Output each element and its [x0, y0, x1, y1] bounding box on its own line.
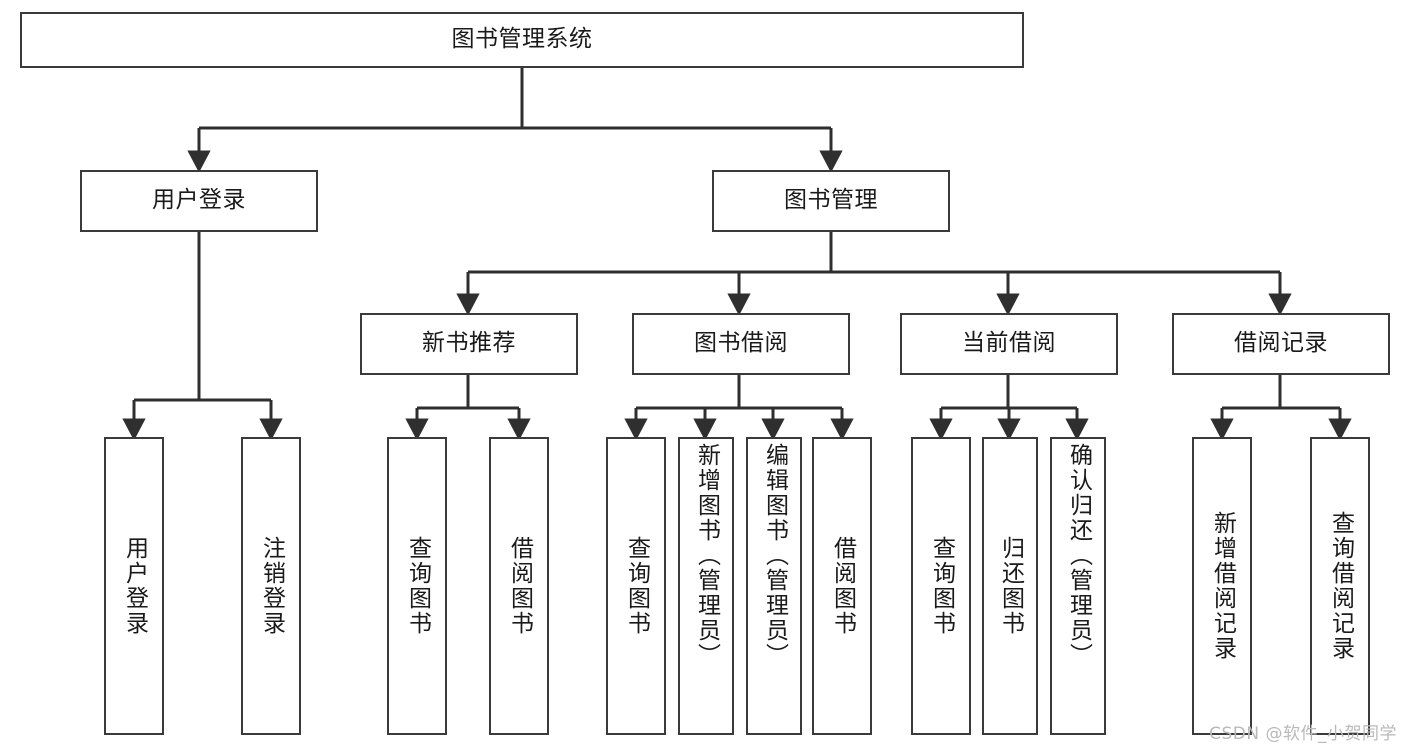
leaf-return-book[interactable]: 归还图书	[982, 437, 1038, 735]
node-label: 注销登录	[258, 536, 285, 636]
node-label: 借阅图书	[506, 536, 533, 636]
leaf-add-borrow-record[interactable]: 新增借阅记录	[1192, 437, 1252, 735]
node-label: 编辑图书（管理员）	[761, 443, 788, 668]
leaf-query-book-current[interactable]: 查询图书	[911, 437, 971, 735]
leaf-user-login[interactable]: 用户登录	[104, 437, 164, 735]
node-book-management[interactable]: 图书管理	[712, 170, 950, 232]
node-label: 归还图书	[997, 536, 1024, 636]
node-label: 用户登录	[121, 536, 148, 636]
leaf-query-book-newbook[interactable]: 查询图书	[387, 437, 447, 735]
watermark-text: CSDN @软件_小贺同学	[1209, 724, 1397, 744]
node-label: 查询图书	[623, 536, 650, 636]
node-label: 借阅图书	[829, 536, 856, 636]
leaf-logout-login[interactable]: 注销登录	[241, 437, 301, 735]
node-label: 当前借阅	[962, 330, 1056, 357]
node-user-login[interactable]: 用户登录	[80, 170, 318, 232]
node-label: 借阅记录	[1234, 330, 1328, 357]
node-label: 新书推荐	[422, 330, 516, 357]
node-label: 新增图书（管理员）	[693, 443, 720, 668]
node-label: 查询图书	[404, 536, 431, 636]
node-book-borrowing[interactable]: 图书借阅	[632, 313, 850, 375]
node-label: 查询借阅记录	[1327, 511, 1354, 661]
leaf-add-book-admin[interactable]: 新增图书（管理员）	[678, 437, 734, 735]
node-label: 图书借阅	[694, 330, 788, 357]
leaf-confirm-return-admin[interactable]: 确认归还（管理员）	[1050, 437, 1106, 735]
leaf-borrow-book-newbook[interactable]: 借阅图书	[489, 437, 549, 735]
node-new-book-recommendation[interactable]: 新书推荐	[360, 313, 578, 375]
leaf-borrow-book-borrow[interactable]: 借阅图书	[812, 437, 872, 735]
node-label: 新增借阅记录	[1209, 511, 1236, 661]
node-label: 用户登录	[152, 187, 246, 214]
node-current-borrowing[interactable]: 当前借阅	[900, 313, 1118, 375]
leaf-query-book-borrow[interactable]: 查询图书	[606, 437, 666, 735]
node-root-book-management-system[interactable]: 图书管理系统	[20, 12, 1024, 68]
node-borrowing-record[interactable]: 借阅记录	[1172, 313, 1390, 375]
node-label: 确认归还（管理员）	[1065, 443, 1092, 668]
leaf-edit-book-admin[interactable]: 编辑图书（管理员）	[746, 437, 802, 735]
node-label: 查询图书	[928, 536, 955, 636]
node-label: 图书管理系统	[451, 26, 593, 53]
leaf-query-borrow-record[interactable]: 查询借阅记录	[1310, 437, 1370, 735]
node-label: 图书管理	[784, 187, 878, 214]
